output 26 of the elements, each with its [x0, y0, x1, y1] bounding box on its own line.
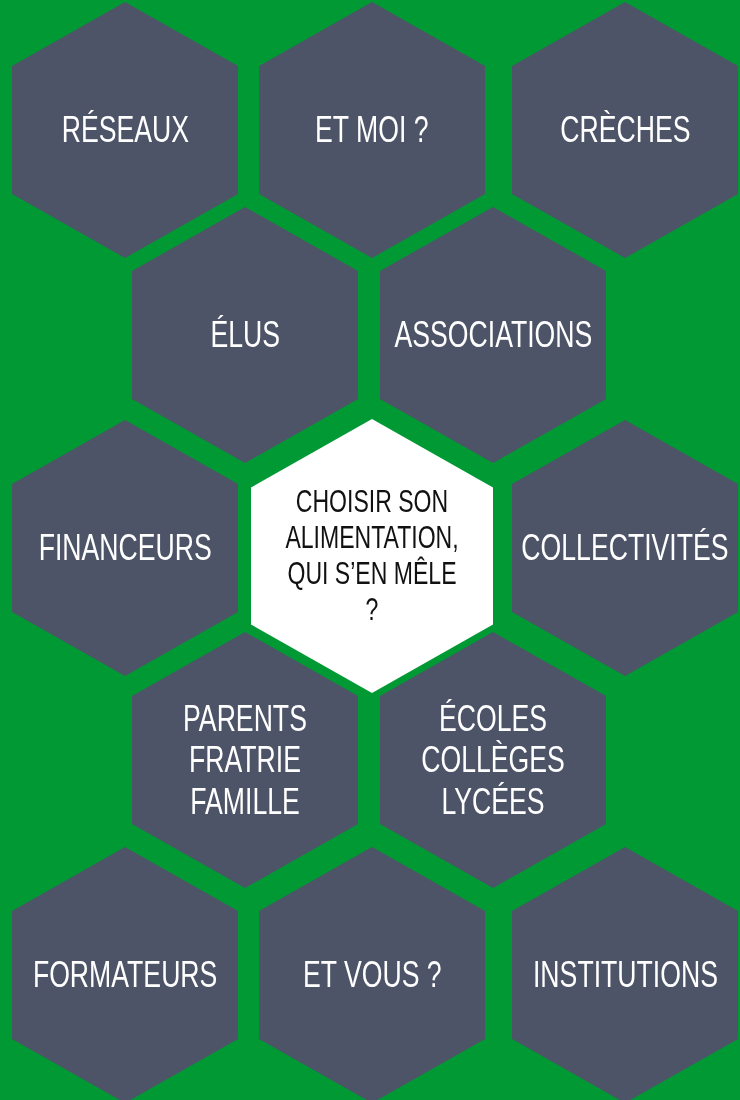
hexagon-tile [512, 847, 738, 1100]
tile-label: ET VOUS ? [302, 954, 442, 996]
tile-label: CRÈCHES [559, 109, 691, 151]
hexagon-tile [380, 207, 606, 463]
tile-label: ASSOCIATIONS [394, 314, 592, 356]
tile-label: INSTITUTIONS [532, 954, 718, 996]
tile-label: ÉCOLES COLLÈGES LYCÉES [420, 697, 566, 823]
hexagon-tile [512, 2, 738, 258]
tile-label: FORMATEURS [32, 954, 218, 996]
tile-label: COLLECTIVITÉS [521, 527, 729, 569]
hexagon-tile [259, 2, 485, 258]
tile-label: RÉSEAUX [61, 109, 189, 151]
tile-label: ET MOI ? [315, 109, 429, 151]
tile-label: ÉLUS [210, 314, 280, 356]
hexagon-tile [12, 2, 238, 258]
tile-label: CHOISIR SON ALIMENTATION, QUI S’EN MÊLE ? [284, 484, 460, 628]
hexagon-tile [132, 207, 358, 463]
hexagon-tile [132, 632, 358, 888]
tile-label: PARENTS FRATRIE FAMILLE [182, 697, 308, 823]
hexagon-tile [12, 420, 238, 676]
hexagon-tile [259, 847, 485, 1100]
hexagon-tile [512, 420, 738, 676]
hexagon-tile [251, 419, 493, 693]
tile-label: FINANCEURS [38, 527, 212, 569]
hexagon-tile [12, 847, 238, 1100]
hexagon-tile [380, 632, 606, 888]
